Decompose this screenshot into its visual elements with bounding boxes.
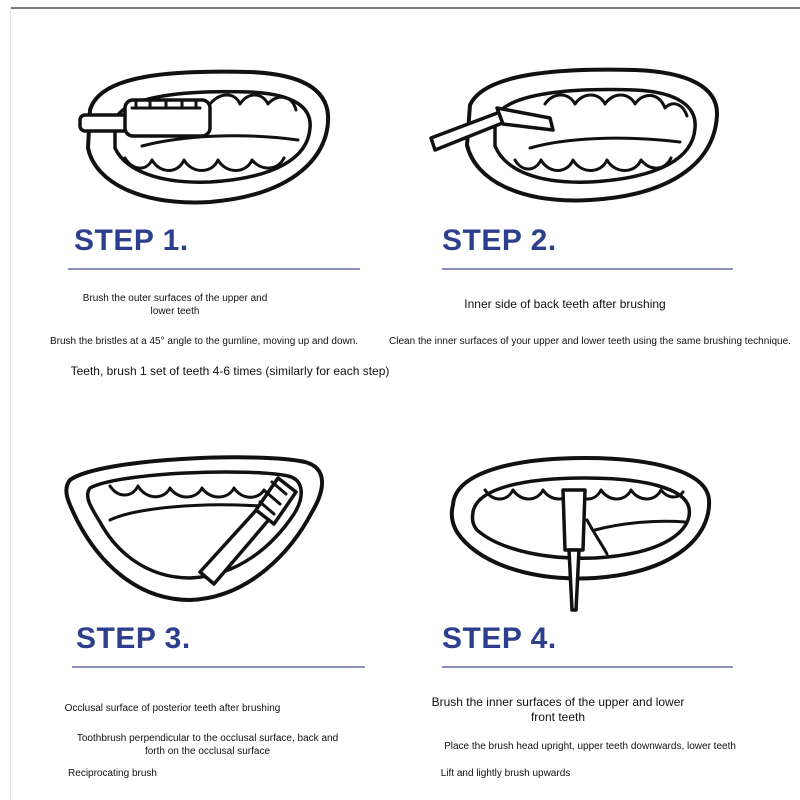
- step-note: Reciprocating brush: [68, 768, 157, 779]
- step-instruction: Toothbrush perpendicular to the occlusal…: [76, 733, 339, 757]
- step-instruction: Place the brush head upright, upper teet…: [444, 741, 736, 752]
- step-instruction: Brush the bristles at a 45° angle to the…: [50, 336, 359, 347]
- step-divider: [68, 268, 360, 270]
- step-title: STEP 4.: [442, 622, 557, 655]
- step-caption: Occlusal surface of posterior teeth afte…: [64, 703, 281, 714]
- step-2-panel: STEP 2. Inner side of back teeth after b…: [389, 0, 800, 395]
- step-divider: [442, 666, 733, 668]
- left-border: [10, 7, 11, 800]
- step-title: STEP 2.: [442, 224, 557, 257]
- mouth-open-toothbrush-occlusal-surface-icon: [64, 455, 324, 602]
- step-title: STEP 3.: [76, 622, 191, 655]
- step-caption: Inner side of back teeth after brushing: [464, 297, 666, 311]
- step-note: Teeth, brush 1 set of teeth 4-6 times (s…: [70, 364, 390, 378]
- step-1-panel: STEP 1. Brush the outer surfaces of the …: [0, 0, 400, 395]
- step-instruction: Clean the inner surfaces of your upper a…: [389, 336, 791, 347]
- step-caption: Brush the outer surfaces of the upper an…: [82, 293, 268, 317]
- step-4-panel: STEP 4. Brush the inner surfaces of the …: [400, 400, 800, 795]
- mouth-open-toothbrush-inner-surface-icon: [429, 67, 720, 203]
- step-note: Lift and lightly brush upwards: [440, 768, 571, 779]
- step-3-panel: STEP 3. Occlusal surface of posterior te…: [0, 400, 400, 795]
- top-border: [10, 7, 800, 9]
- mouth-open-toothbrush-front-teeth-icon: [449, 456, 712, 612]
- step-divider: [72, 666, 365, 668]
- step-title: STEP 1.: [74, 224, 189, 257]
- step-caption: Brush the inner surfaces of the upper an…: [431, 695, 685, 724]
- step-divider: [442, 268, 733, 270]
- mouth-open-toothbrush-outer-surface-icon: [78, 69, 331, 205]
